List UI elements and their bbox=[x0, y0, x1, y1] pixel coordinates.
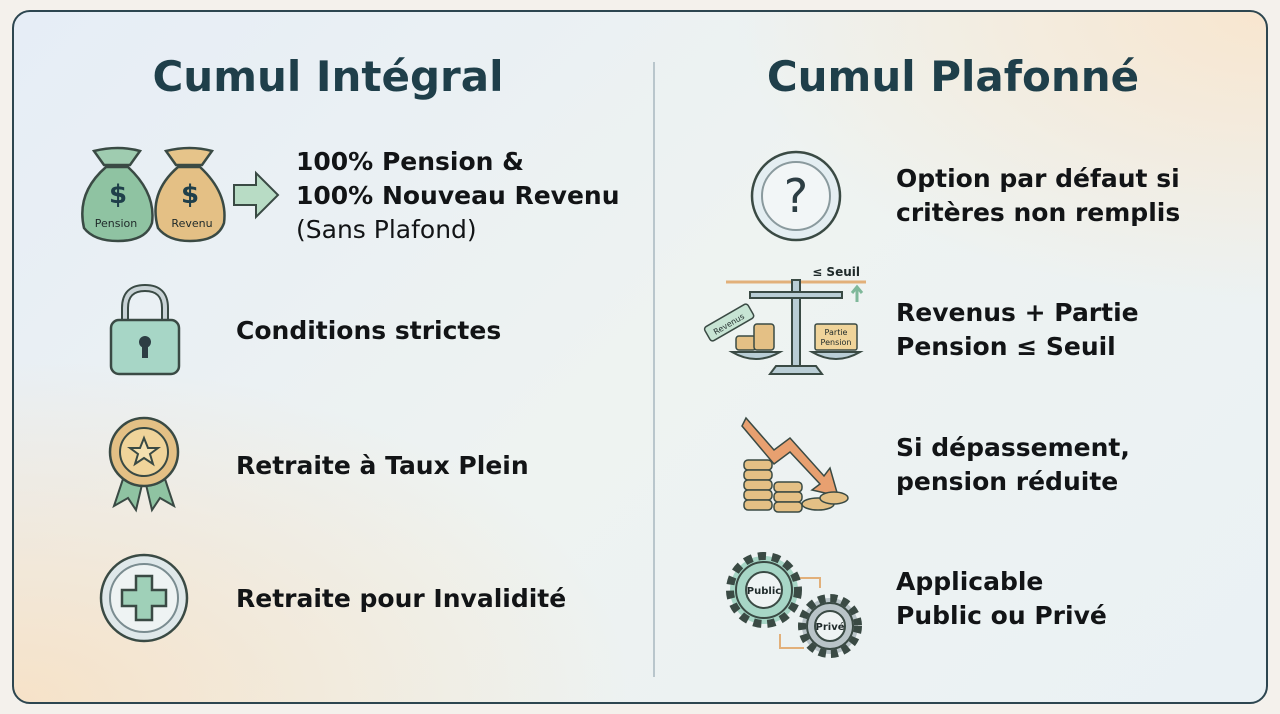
medical-cross-icon bbox=[99, 553, 189, 643]
left-title: Cumul Intégral bbox=[152, 52, 504, 101]
svg-text:$: $ bbox=[181, 180, 199, 210]
text-line: (Sans Plafond) bbox=[296, 215, 477, 244]
right-item-4-text: Applicable Public ou Privé bbox=[896, 565, 1107, 633]
left-item-2-text: Conditions strictes bbox=[236, 316, 502, 345]
infographic-card bbox=[12, 10, 1268, 704]
text-line: 100% Nouveau Revenu bbox=[296, 181, 620, 210]
revenu-bag: $ Revenu bbox=[154, 146, 226, 243]
svg-text:Partie: Partie bbox=[825, 328, 848, 337]
svg-text:≤ Seuil: ≤ Seuil bbox=[812, 265, 860, 279]
svg-text:Pension: Pension bbox=[821, 338, 852, 347]
question-mark-icon: ? bbox=[750, 150, 842, 242]
left-item-3-text: Retraite à Taux Plein bbox=[236, 451, 529, 480]
svg-text:Privé: Privé bbox=[816, 621, 845, 633]
column-divider bbox=[653, 62, 655, 677]
text-line: Option par défaut si bbox=[896, 164, 1180, 193]
text-line: Public ou Privé bbox=[896, 601, 1107, 630]
right-title: Cumul Plafonné bbox=[766, 52, 1140, 101]
award-medal-icon bbox=[108, 416, 180, 513]
text-line: 100% Pension & bbox=[296, 147, 524, 176]
text-line: Si dépassement, bbox=[896, 433, 1130, 462]
text-line: Applicable bbox=[896, 567, 1044, 596]
svg-text:Pension: Pension bbox=[95, 217, 137, 230]
pension-bag: $ Pension bbox=[81, 146, 154, 243]
svg-text:$: $ bbox=[109, 180, 127, 210]
text-line: Pension ≤ Seuil bbox=[896, 332, 1116, 361]
text-line: pension réduite bbox=[896, 467, 1119, 496]
svg-text:Revenu: Revenu bbox=[171, 217, 212, 230]
right-item-1-text: Option par défaut si critères non rempli… bbox=[896, 162, 1180, 230]
declining-coins-icon bbox=[741, 416, 849, 513]
text-line: Revenus + Partie bbox=[896, 298, 1139, 327]
gears-icon: Public Privé bbox=[726, 552, 862, 658]
left-item-1-text: 100% Pension & 100% Nouveau Revenu (Sans… bbox=[296, 145, 620, 247]
money-bags-icon: $ Revenu $ Pension bbox=[81, 146, 280, 243]
padlock-icon bbox=[109, 283, 181, 376]
right-item-2-text: Revenus + Partie Pension ≤ Seuil bbox=[896, 296, 1139, 364]
balance-scale-icon: ≤ Seuil Partie Pension Revenus bbox=[703, 265, 866, 375]
svg-text:Public: Public bbox=[747, 586, 781, 597]
left-item-4-text: Retraite pour Invalidité bbox=[236, 584, 567, 613]
svg-text:?: ? bbox=[784, 169, 808, 223]
right-item-3-text: Si dépassement, pension réduite bbox=[896, 431, 1130, 499]
arrow-right-icon bbox=[233, 170, 280, 220]
text-line: critères non remplis bbox=[896, 198, 1181, 227]
